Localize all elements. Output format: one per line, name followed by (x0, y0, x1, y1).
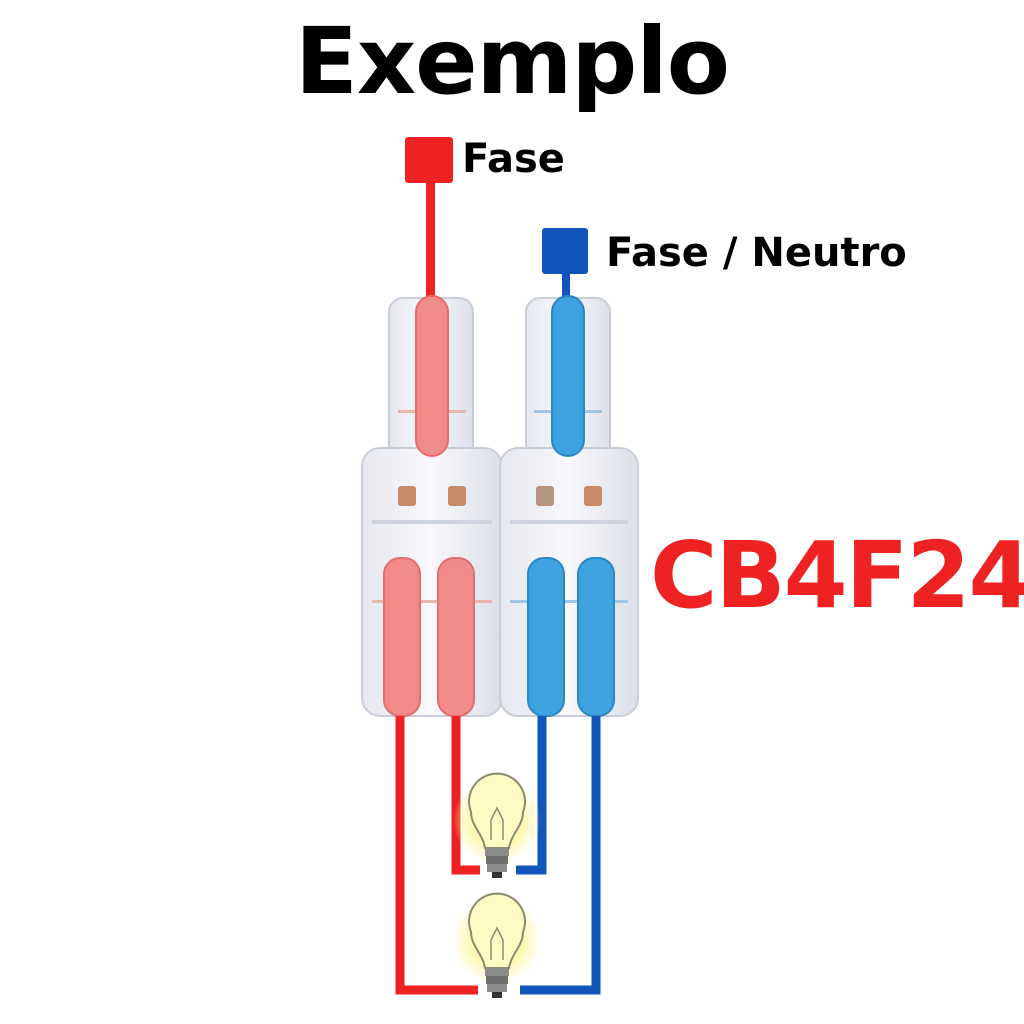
neutral-wire-inner (516, 716, 547, 875)
connector-main-housing-2 (499, 447, 639, 717)
copper-contact (584, 486, 602, 506)
light-bulb-icon (453, 772, 541, 878)
neutral-terminal-square (542, 228, 588, 274)
output-wires (395, 716, 601, 995)
red-lever-bottom-left (383, 557, 421, 717)
housing-rib (510, 600, 628, 603)
model-code: CB4F24 (650, 522, 1024, 629)
phase-wire-outer (395, 716, 478, 995)
phase-wire-inner (451, 716, 480, 875)
connector (361, 295, 639, 717)
copper-contact (448, 486, 466, 506)
page-title: Exemplo (294, 8, 730, 115)
housing-rib (372, 600, 492, 603)
housing-rib (510, 520, 628, 524)
red-lever-top (415, 295, 449, 457)
phase-label: Fase (462, 136, 565, 182)
blue-lever-bottom-right (577, 557, 615, 717)
light-bulb-icon (453, 892, 541, 998)
phase-neutral-label: Fase / Neutro (606, 230, 907, 276)
neutral-wire-outer (520, 716, 601, 995)
blue-lever-top (551, 295, 585, 457)
copper-contact (536, 486, 554, 506)
phase-input-wire (426, 180, 435, 320)
red-lever-bottom-right (437, 557, 475, 717)
phase-terminal-square (405, 137, 453, 183)
copper-contact (398, 486, 416, 506)
housing-rib (372, 520, 492, 524)
blue-lever-bottom-left (527, 557, 565, 717)
